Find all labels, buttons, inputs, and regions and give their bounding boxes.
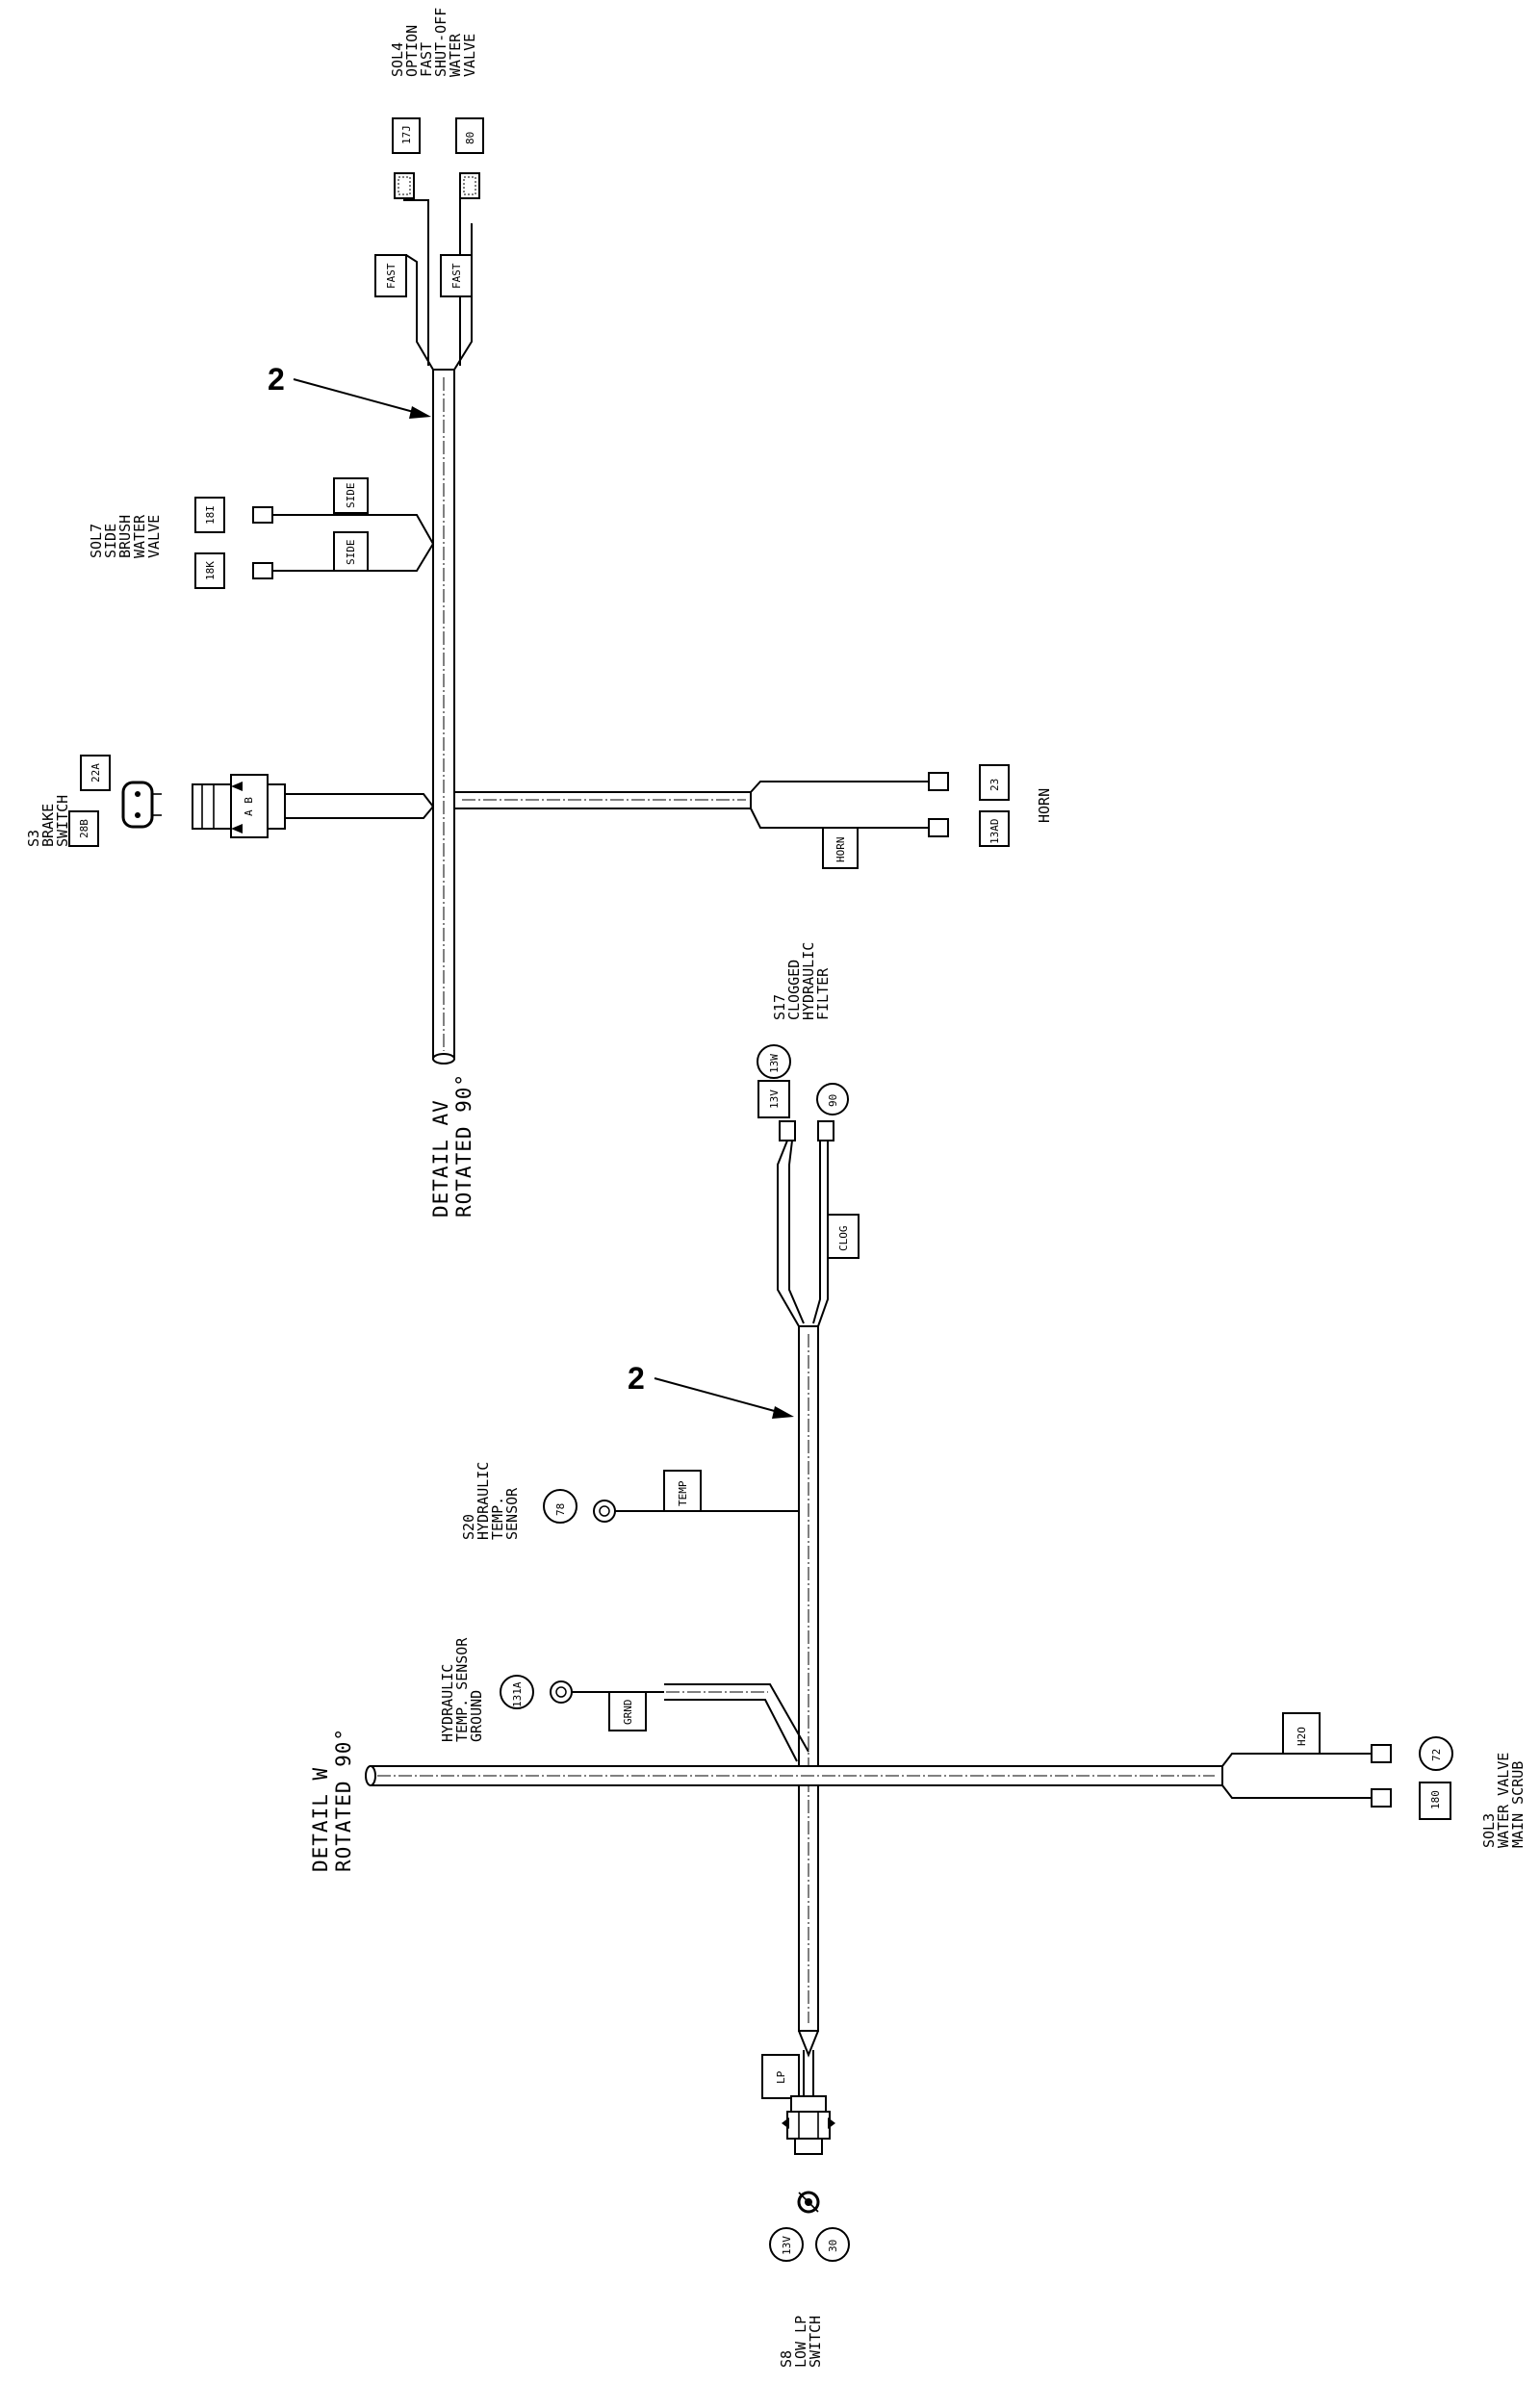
sol7-label-line: SIDE [102, 524, 119, 558]
ground-tag: GRND [622, 1700, 634, 1726]
s8-label-line: LOW LP [792, 2316, 809, 2368]
sol3-wire-box: 180 [1429, 1790, 1442, 1809]
horn-wire-box-2: 13AD [988, 819, 1001, 845]
s20-tag: TEMP [677, 1480, 689, 1506]
sol7-wire-box-2: 18K [204, 561, 217, 580]
detail-av: SOL4 OPTION FAST SHUT-OFF WATER VALVE 17… [25, 0, 1053, 1218]
s20-label-line: HYDRAULIC [475, 1462, 492, 1540]
callout-2-av: 2 [268, 362, 431, 419]
s3-pin-labels: A B [243, 797, 255, 816]
s20-temp-sensor: S20 HYDRAULIC TEMP. SENSOR 78 TEMP [460, 1453, 799, 1540]
s20-label-line: TEMP. [489, 1497, 506, 1540]
svg-text:S3 BRAKE SWITC: S3 BRAKE SWITCH [25, 795, 71, 847]
s17-clogged-filter: S17 CLOGGED HYDRAULIC FILTER 13W 13V 90 … [757, 934, 860, 1259]
s20-circle-label: 78 [554, 1503, 567, 1516]
s17-label-line: HYDRAULIC [800, 942, 817, 1020]
detail-w-caption: DETAIL W ROTATED 90° [309, 1728, 355, 1872]
s17-circle-90: 90 [827, 1094, 839, 1107]
svg-text:SOL7 SIDE BRUS: SOL7 SIDE BRUSH WATER VALVE [88, 506, 163, 558]
svg-text:S17 CLOGGED HY: S17 CLOGGED HYDRAULIC FILTER [771, 934, 832, 1020]
horn-label: HORN [1036, 788, 1053, 823]
sol7-tag-1: SIDE [345, 483, 357, 509]
s17-circle-label: 13W [768, 1054, 781, 1073]
callout-2-w: 2 [628, 1361, 794, 1419]
svg-text:HYDRAULIC TEMP. SENSOR: HYDRAULIC TEMP. SENSOR GROUND [439, 1629, 485, 1742]
sol4-wire-box-1: 17J [400, 125, 413, 144]
s8-circle-1: 13V [781, 2236, 793, 2255]
s17-tag: CLOG [837, 1226, 850, 1252]
s8-circle-2: 30 [827, 2240, 839, 2252]
s3-brake-switch: S3 BRAKE SWITCH 22A 28B A B [25, 755, 434, 847]
sol4-label-line: FAST [418, 42, 435, 77]
s17-label-line: S17 [771, 994, 788, 1020]
s20-label-line: S20 [460, 1514, 477, 1540]
sol4-label-line: VALVE [461, 34, 478, 77]
sol3-label-line: WATER VALVE [1495, 1753, 1512, 1848]
sol3-label-line: SOL3 [1480, 1813, 1498, 1848]
sol4-tag-1: FAST [385, 263, 398, 289]
callout-number: 2 [268, 362, 285, 397]
s3-label-line: BRAKE [39, 804, 57, 847]
svg-text:S8 LOW LP SWIT: S8 LOW LP SWITCH [778, 2307, 824, 2368]
sol7-wire-box-1: 18I [204, 505, 217, 525]
sol7-tag-2: SIDE [345, 540, 357, 566]
svg-text:S20 HYDRAULIC: S20 HYDRAULIC TEMP. SENSOR [460, 1453, 521, 1540]
horn-tag: HORN [834, 837, 847, 863]
s20-label-line: SENSOR [503, 1487, 521, 1540]
temp-sensor-ground: HYDRAULIC TEMP. SENSOR GROUND 131A GRND [439, 1629, 809, 1762]
svg-text:SOL4 OPTION FA: SOL4 OPTION FAST SHUT-OFF WATER VALVE [389, 0, 478, 77]
s3-wire-box-2: 28B [78, 819, 90, 838]
s17-label-line: FILTER [814, 967, 832, 1020]
sol7-label-line: SOL7 [88, 524, 105, 558]
ground-label-line: HYDRAULIC [439, 1664, 456, 1742]
sol7-label-line: WATER [131, 514, 148, 558]
sol7-label-line: BRUSH [116, 515, 134, 558]
s17-wire-box: 13V [768, 1090, 781, 1109]
s3-wire-box-1: 22A [90, 763, 102, 782]
ground-label-line: GROUND [468, 1690, 485, 1742]
sol4-label-line: SOL4 [389, 42, 406, 77]
s8-tag: LP [775, 2070, 787, 2084]
sol3-label-line: MAIN SCRUB [1509, 1761, 1527, 1848]
s3-label-line: S3 [25, 830, 42, 847]
sol4-label-line: OPTION [403, 25, 421, 77]
sol7-label-line: VALVE [145, 515, 163, 558]
sol3-circle-label: 72 [1430, 1749, 1443, 1761]
sol7-side-brush-valve: SOL7 SIDE BRUSH WATER VALVE 18I 18K SIDE… [88, 477, 434, 589]
sol4-wire-box-2: 80 [464, 132, 476, 144]
sol4-label-line: SHUT-OFF [432, 8, 449, 77]
s17-label-line: CLOGGED [785, 960, 803, 1020]
svg-text:SOL3 WATER VALVE: SOL3 WATER VALVE MAIN SCRUB [1480, 1744, 1527, 1848]
ground-label-line: TEMP. SENSOR [453, 1637, 471, 1742]
ground-circle-label: 131A [511, 1681, 524, 1707]
s8-label-line: S8 [778, 2350, 795, 2368]
s3-label-line: SWITCH [54, 795, 71, 847]
s8-low-lp-switch: LP 13V 30 S8 LOW LP SWITCH [761, 2054, 850, 2368]
sol4-label-line: WATER [447, 33, 464, 77]
horn-wire-box-1: 23 [988, 779, 1001, 791]
sol3-tag: H2O [1296, 1727, 1308, 1746]
horn-branch: HORN 23 13AD HORN [453, 764, 1053, 869]
detail-av-caption: DETAIL AV ROTATED 90° [429, 1073, 475, 1218]
detail-w: S17 CLOGGED HYDRAULIC FILTER 13W 13V 90 … [309, 934, 1527, 2368]
sol4-tag-2: FAST [450, 263, 463, 289]
s8-label-line: SWITCH [807, 2316, 824, 2368]
sol3-main-scrub-valve: H2O 72 180 SOL3 WATER VALVE MAIN SCRUB [1221, 1712, 1527, 1848]
sol4-fast-shutoff-valve: SOL4 OPTION FAST SHUT-OFF WATER VALVE 17… [374, 0, 484, 297]
callout-number: 2 [628, 1361, 645, 1396]
